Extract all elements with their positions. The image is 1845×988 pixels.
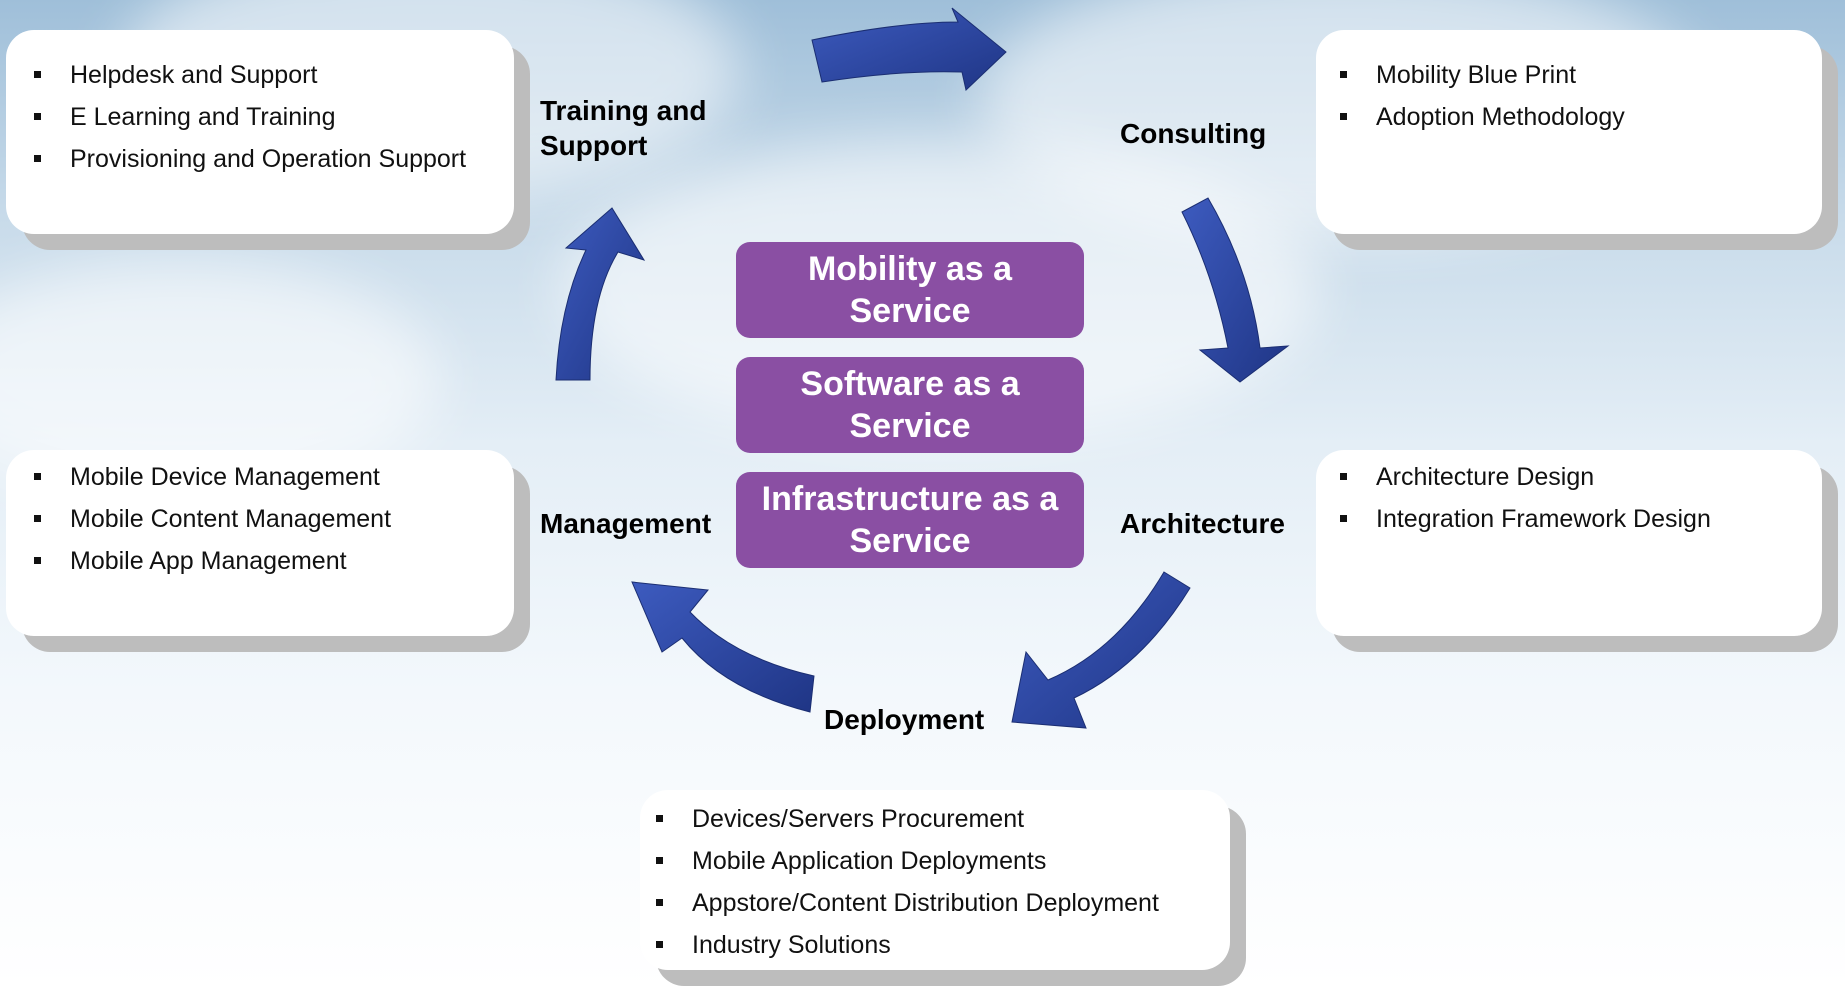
list-item: Devices/Servers Procurement — [656, 798, 1230, 840]
list-item: Industry Solutions — [656, 924, 1230, 966]
service-layer-software: Software as a Service — [736, 357, 1084, 453]
list-item: Integration Framework Design — [1340, 498, 1822, 540]
stage-label-architecture: Architecture — [1120, 508, 1285, 539]
cycle-arrow-icon — [555, 207, 646, 381]
training-support-box: Helpdesk and Support E Learning and Trai… — [6, 30, 514, 234]
list-item: Mobile App Management — [34, 540, 514, 582]
list-item: Mobility Blue Print — [1340, 54, 1822, 96]
cycle-arrow-icon — [631, 581, 815, 713]
list-item: Adoption Methodology — [1340, 96, 1822, 138]
stage-label-training: Training and Support — [540, 95, 707, 161]
consulting-box: Mobility Blue Print Adoption Methodology — [1316, 30, 1822, 234]
service-layer-mobility: Mobility as a Service — [736, 242, 1084, 338]
list-item: Architecture Design — [1340, 456, 1822, 498]
list-item: Provisioning and Operation Support — [34, 138, 514, 180]
architecture-box: Architecture Design Integration Framewor… — [1316, 450, 1822, 636]
cycle-arrow-icon — [811, 7, 1007, 91]
service-layer-label: Software as a Service — [800, 365, 1020, 445]
stage-label-deployment: Deployment — [824, 704, 985, 735]
cycle-arrow-icon — [1011, 571, 1191, 729]
service-layer-label: Mobility as a Service — [807, 250, 1013, 330]
management-box: Mobile Device Management Mobile Content … — [6, 450, 514, 636]
cycle-arrow-icon — [1181, 197, 1290, 383]
list-item: Appstore/Content Distribution Deployment — [656, 882, 1230, 924]
stage-label-management: Management — [540, 508, 712, 539]
stage-label-consulting: Consulting — [1120, 118, 1267, 149]
list-item: Helpdesk and Support — [34, 54, 514, 96]
list-item: Mobile Content Management — [34, 498, 514, 540]
deployment-box: Devices/Servers Procurement Mobile Appli… — [640, 790, 1230, 970]
list-item: E Learning and Training — [34, 96, 514, 138]
service-layer-label: Infrastructure as a Service — [761, 480, 1059, 560]
list-item: Mobile Application Deployments — [656, 840, 1230, 882]
list-item: Mobile Device Management — [34, 456, 514, 498]
service-layer-infrastructure: Infrastructure as a Service — [736, 472, 1084, 568]
